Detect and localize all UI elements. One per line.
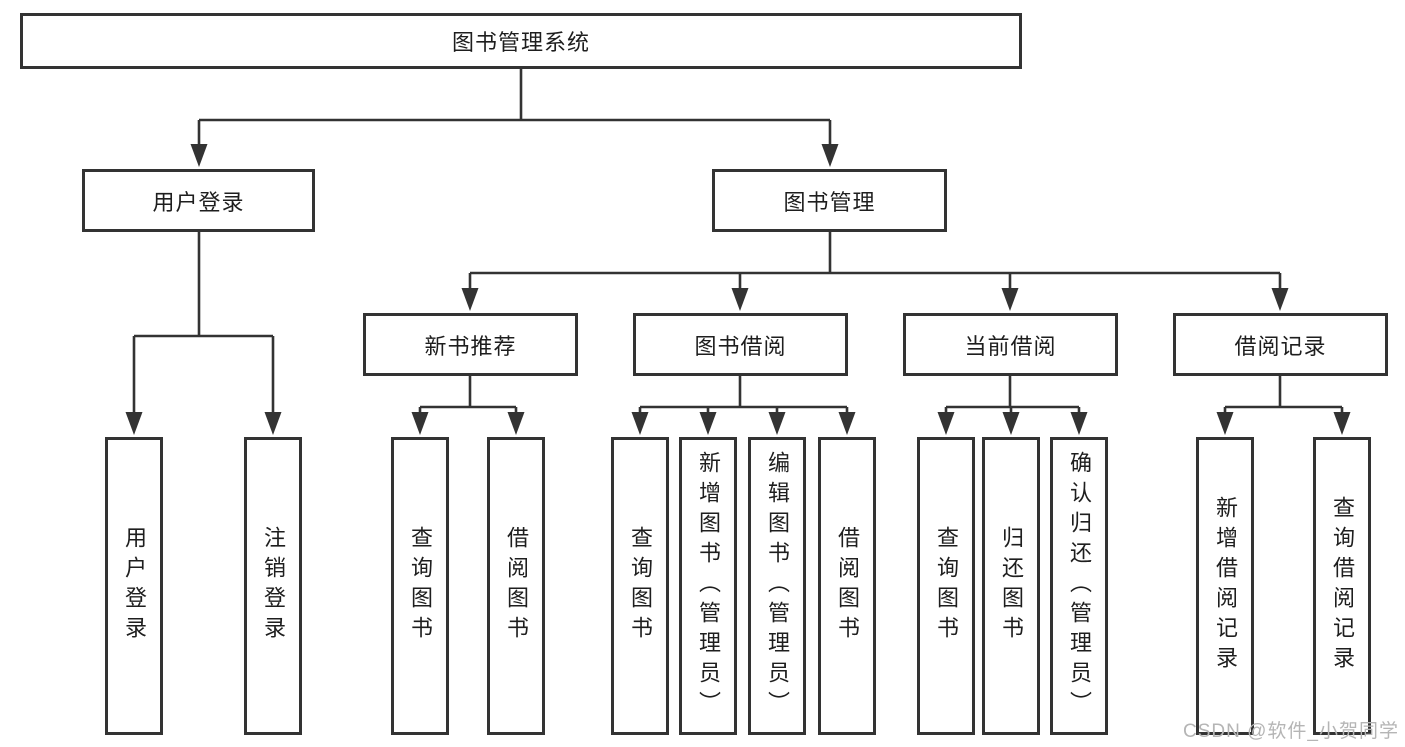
node-user-login: 用户登录	[82, 169, 315, 232]
arrow-down-icon	[411, 412, 429, 435]
leaf-edit-books-admin-label: 编辑图书（管理员）	[765, 451, 790, 721]
leaf-user-login-label: 用户登录	[122, 526, 147, 646]
leaf-query-borrow-record: 查询借阅记录	[1313, 437, 1371, 735]
arrow-down-icon	[1216, 412, 1234, 435]
connector-root-to-level2	[190, 68, 839, 167]
leaf-borrow-books-label: 借阅图书	[835, 526, 860, 646]
leaf-logout: 注销登录	[244, 437, 302, 735]
leaf-borrow-books-recommend-label: 借阅图书	[504, 526, 529, 646]
arrow-down-icon	[1001, 288, 1019, 311]
node-borrow-records-label: 借阅记录	[1234, 333, 1327, 359]
leaf-user-login: 用户登录	[105, 437, 163, 735]
watermark: CSDN @软件_小贺同学	[1183, 721, 1399, 742]
node-book-management-label: 图书管理	[783, 189, 876, 215]
arrow-down-icon	[1002, 412, 1020, 435]
node-current-borrowing-label: 当前借阅	[964, 333, 1057, 359]
node-book-borrowing: 图书借阅	[633, 313, 848, 376]
connector-current-borrow-children	[937, 376, 1088, 435]
leaf-query-borrow-record-label: 查询借阅记录	[1330, 496, 1355, 676]
leaf-query-books-borrowing: 查询图书	[611, 437, 669, 735]
leaf-query-books-recommend-label: 查询图书	[408, 526, 433, 646]
connector-book-management-children	[461, 232, 1289, 311]
arrow-down-icon	[507, 412, 525, 435]
leaf-query-books-current-label: 查询图书	[934, 526, 959, 646]
arrow-down-icon	[190, 144, 208, 167]
leaf-query-books-borrowing-label: 查询图书	[628, 526, 653, 646]
leaf-add-books-admin: 新增图书（管理员）	[679, 437, 737, 735]
node-new-book-recommend-label: 新书推荐	[424, 333, 517, 359]
arrow-down-icon	[264, 412, 282, 435]
node-borrow-records: 借阅记录	[1173, 313, 1388, 376]
node-user-login-label: 用户登录	[152, 189, 245, 215]
arrow-down-icon	[125, 412, 143, 435]
node-book-management: 图书管理	[712, 169, 947, 232]
node-current-borrowing: 当前借阅	[903, 313, 1118, 376]
leaf-borrow-books: 借阅图书	[818, 437, 876, 735]
arrow-down-icon	[821, 144, 839, 167]
connector-new-book-children	[411, 376, 525, 435]
arrow-down-icon	[699, 412, 717, 435]
arrow-down-icon	[937, 412, 955, 435]
arrow-down-icon	[461, 288, 479, 311]
leaf-confirm-return-admin: 确认归还（管理员）	[1050, 437, 1108, 735]
arrow-down-icon	[1271, 288, 1289, 311]
arrow-down-icon	[1333, 412, 1351, 435]
arrow-down-icon	[631, 412, 649, 435]
leaf-edit-books-admin: 编辑图书（管理员）	[748, 437, 806, 735]
arrow-down-icon	[768, 412, 786, 435]
arrow-down-icon	[731, 288, 749, 311]
connector-user-login-children	[125, 232, 282, 435]
node-new-book-recommend: 新书推荐	[363, 313, 578, 376]
leaf-add-borrow-record: 新增借阅记录	[1196, 437, 1254, 735]
connector-book-borrow-children	[631, 376, 856, 435]
arrow-down-icon	[1070, 412, 1088, 435]
leaf-query-books-recommend: 查询图书	[391, 437, 449, 735]
leaf-add-books-admin-label: 新增图书（管理员）	[696, 451, 721, 721]
leaf-logout-label: 注销登录	[261, 526, 286, 646]
connector-borrow-records-children	[1216, 376, 1351, 435]
leaf-confirm-return-admin-label: 确认归还（管理员）	[1067, 451, 1092, 721]
node-book-borrowing-label: 图书借阅	[694, 333, 787, 359]
leaf-borrow-books-recommend: 借阅图书	[487, 437, 545, 735]
leaf-query-books-current: 查询图书	[917, 437, 975, 735]
leaf-return-books: 归还图书	[982, 437, 1040, 735]
node-root: 图书管理系统	[20, 13, 1022, 69]
leaf-return-books-label: 归还图书	[999, 526, 1024, 646]
arrow-down-icon	[838, 412, 856, 435]
leaf-add-borrow-record-label: 新增借阅记录	[1213, 496, 1238, 676]
node-root-label: 图书管理系统	[451, 30, 590, 55]
